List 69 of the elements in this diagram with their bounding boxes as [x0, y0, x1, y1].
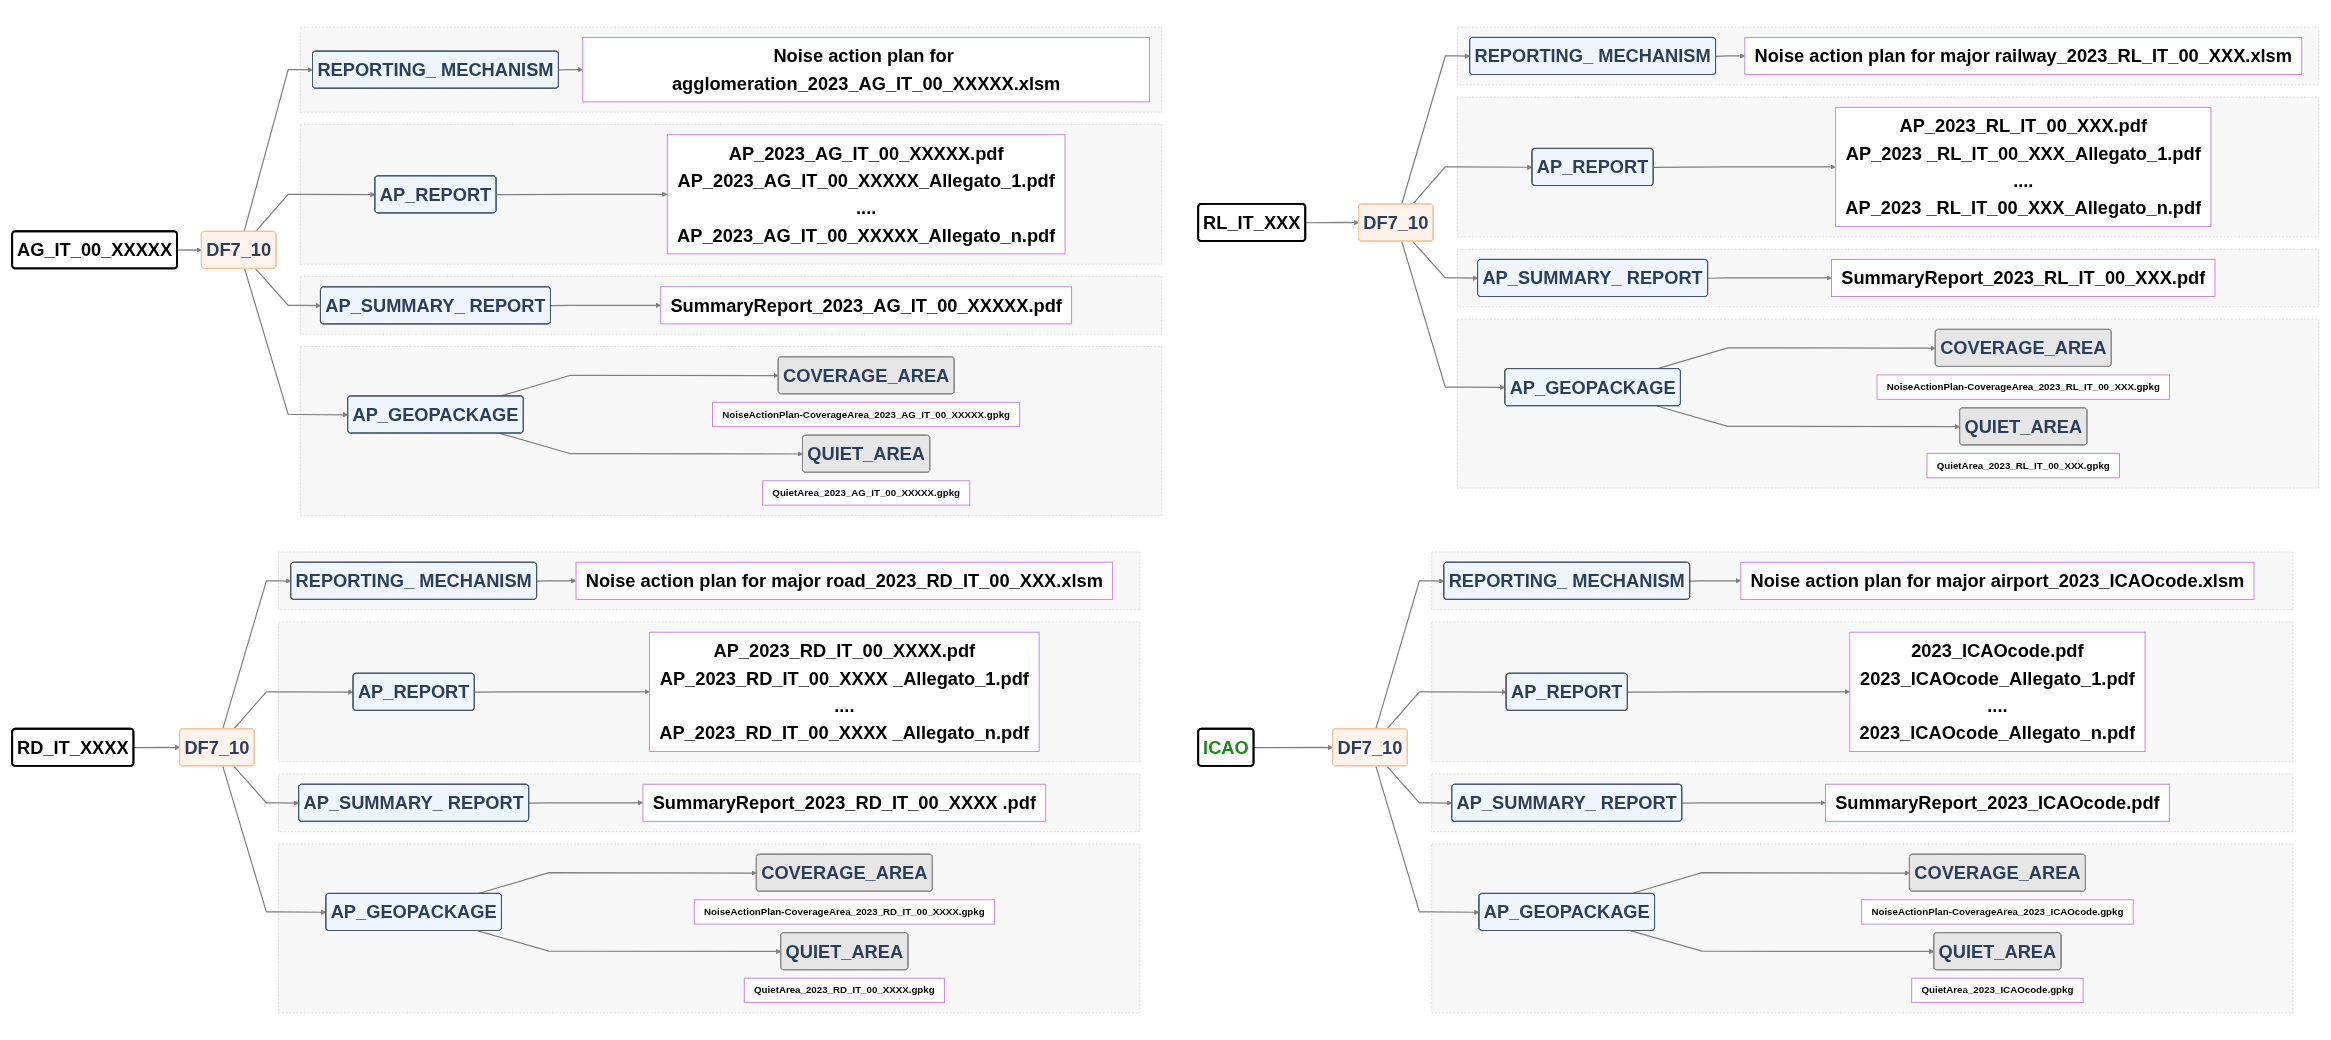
- cluster: [300, 26, 1162, 113]
- node-box: AP_2023_RL_IT_00_XXX.pdf AP_2023 _RL_IT_00_XXX_Allegato_1.pdf .... AP_2023 _RL_IT_00_XXX_Allegato_n.pdf: [1835, 106, 2212, 228]
- arrow: [1412, 240, 1479, 281]
- arrow: [550, 302, 661, 308]
- arrow: [243, 67, 314, 233]
- node-box: QuietArea_2023_AG_IT_00_XXXXX.gpkg: [762, 480, 971, 506]
- cluster: [1431, 551, 2294, 610]
- node-box: AP_2023_AG_IT_00_XXXXX.pdf AP_2023_AG_IT_00_XXXXX_Allegato_1.pdf .... AP_2023_AG_IT_00_XXXXX_Allegato_n.pdf: [666, 134, 1066, 255]
- arrow: [528, 800, 644, 806]
- arrow: [1386, 765, 1453, 806]
- cluster: [1431, 843, 2294, 1014]
- arrow: [222, 765, 327, 915]
- cluster: [1431, 621, 2294, 763]
- node-box: AP_2023_RD_IT_00_XXXX.pdf AP_2023_RD_IT_00_XXXX _Allegato_1.pdf .... AP_2023_RD_IT_00_XXXX _Allegato_n.pdf: [649, 631, 1040, 752]
- arrow: [558, 67, 583, 73]
- arrow: [233, 689, 354, 730]
- node-box: SummaryReport_2023_RL_IT_00_XXX.pdf: [1831, 258, 2216, 297]
- arrow: [1689, 578, 1742, 584]
- node-box: NoiseActionPlan-CoverageArea_2023_AG_IT_00_XXXXX.gpkg: [712, 401, 1021, 428]
- cluster: [1431, 773, 2294, 832]
- node-box: Noise action plan for major road_2023_RD_IT_00_XXX.xlsm: [575, 561, 1114, 600]
- node-box: NoiseActionPlan-CoverageArea_2023_ICAOcode.gpkg: [1861, 899, 2134, 925]
- arrow: [477, 930, 782, 955]
- arrow: [1375, 578, 1445, 730]
- arrow: [254, 268, 321, 309]
- arrow: [1681, 800, 1826, 806]
- cluster: [278, 843, 1141, 1014]
- arrow: [233, 765, 300, 806]
- arrow: [495, 191, 668, 197]
- arrow: [1715, 53, 1746, 59]
- node-box: Noise action plan for agglomeration_2023_AG_IT_00_XXXXX.xlsm: [582, 36, 1150, 103]
- arrow: [1707, 275, 1832, 281]
- node-box: Noise action plan for major railway_2023_RL_IT_00_XXX.xlsm: [1744, 36, 2303, 75]
- arrow: [1386, 689, 1507, 730]
- arrow: [536, 578, 577, 584]
- node-box: QuietArea_2023_RL_IT_00_XXX.gpkg: [1926, 452, 2120, 479]
- cluster: [1457, 248, 2320, 308]
- node-box: SummaryReport_2023_RD_IT_00_XXXX .pdf: [642, 783, 1047, 822]
- arrow: [1656, 405, 1961, 430]
- node-box: QuietArea_2023_ICAOcode.gpkg: [1911, 977, 2084, 1004]
- arrow: [1630, 930, 1935, 955]
- arrow: [222, 578, 292, 730]
- cluster: [1457, 318, 2320, 489]
- arrow: [1401, 53, 1471, 205]
- cluster: [300, 276, 1162, 335]
- node-box: QuietArea_2023_RD_IT_00_XXXX.gpkg: [743, 977, 945, 1004]
- arrow: [1401, 240, 1506, 391]
- node-box: Noise action plan for major airport_2023_ICAOcode.xlsm: [1740, 561, 2255, 600]
- cluster: [278, 621, 1141, 763]
- arrow: [133, 744, 181, 751]
- cluster: [1457, 26, 2320, 86]
- cluster: [278, 551, 1141, 610]
- node-box: 2023_ICAOcode.pdf 2023_ICAOcode_Allegato_1.pdf .... 2023_ICAOcode_Allegato_n.pdf: [1849, 631, 2146, 752]
- cluster: [278, 773, 1141, 832]
- arrow: [243, 268, 349, 418]
- node-box: NoiseActionPlan-CoverageArea_2023_RL_IT_00_XXX.gpkg: [1876, 374, 2170, 400]
- arrow: [1375, 765, 1480, 915]
- cluster: [300, 346, 1162, 516]
- arrow: [1412, 164, 1533, 205]
- node-box: NoiseActionPlan-CoverageArea_2023_RD_IT_00_XXXX.gpkg: [693, 899, 995, 925]
- node-box: SummaryReport_2023_AG_IT_00_XXXXX.pdf: [660, 286, 1073, 325]
- arrow: [254, 191, 376, 233]
- arrow: [473, 689, 650, 695]
- arrow: [1652, 164, 1836, 170]
- node-box: SummaryReport_2023_ICAOcode.pdf: [1825, 783, 2170, 822]
- cluster: [1457, 96, 2320, 238]
- cluster: [300, 124, 1162, 265]
- arrow: [1627, 689, 1851, 695]
- arrow: [1253, 744, 1334, 751]
